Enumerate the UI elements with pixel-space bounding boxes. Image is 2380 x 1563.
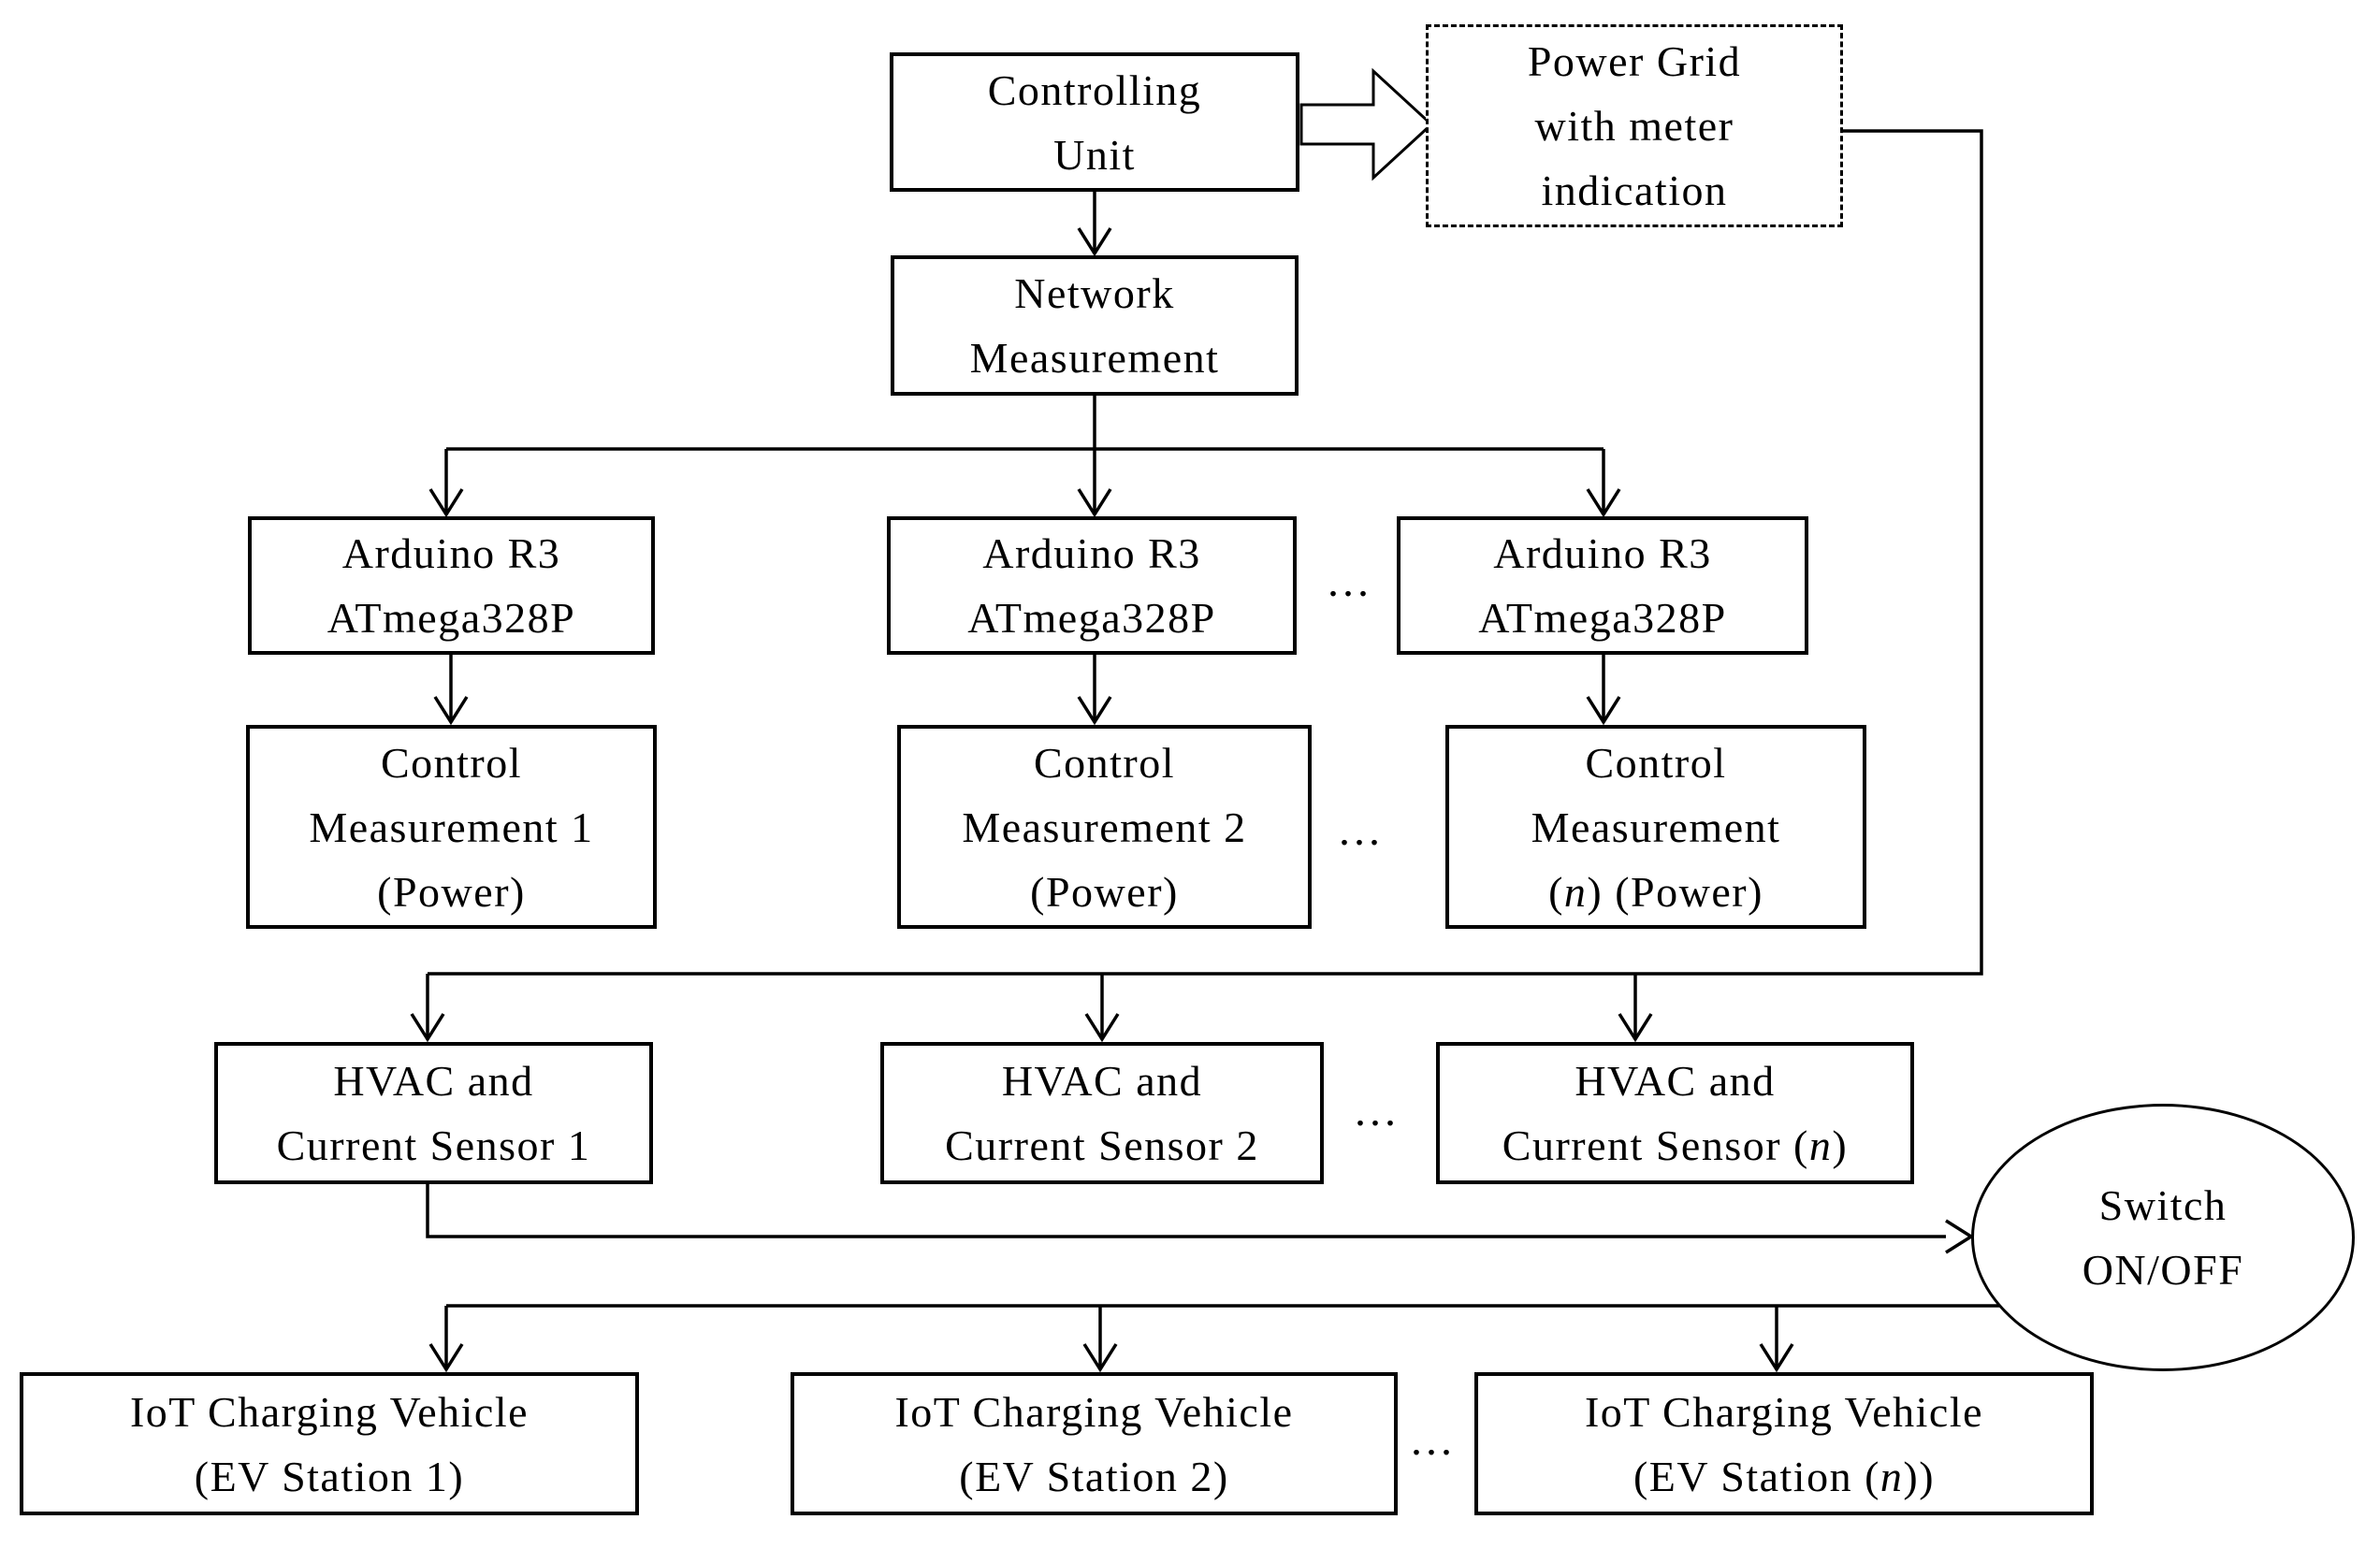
italic-n: n bbox=[1808, 1122, 1833, 1169]
network-measurement-box: Network Measurement bbox=[891, 255, 1299, 396]
hvac-to-switch bbox=[426, 1184, 1946, 1238]
grid-to-hvac-branch bbox=[428, 129, 1983, 976]
box-text-line: (EV Station (n)) bbox=[1633, 1444, 1935, 1509]
ellipsis-hvac-row: ... bbox=[1355, 1086, 1400, 1136]
box-text-line: Power Grid bbox=[1527, 37, 1742, 85]
ellipsis-arduino-row: ... bbox=[1328, 557, 1372, 606]
hvac-sensor-2-box: HVAC and Current Sensor 2 bbox=[880, 1042, 1324, 1184]
box-text-line: Arduino R3 bbox=[982, 529, 1201, 577]
box-text-line: IoT Charging Vehicle bbox=[894, 1387, 1294, 1436]
ellipsis-iot-row: ... bbox=[1411, 1415, 1456, 1465]
arrowhead-arduino3 bbox=[1586, 488, 1621, 518]
box-text-line: Measurement 2 bbox=[962, 803, 1247, 851]
text-segment: )) bbox=[1903, 1452, 1936, 1500]
iot-ev-station-2-box: IoT Charging Vehicle (EV Station 2) bbox=[791, 1372, 1398, 1515]
text-segment: ( bbox=[1548, 867, 1564, 916]
box-text-line: (Power) bbox=[377, 867, 526, 916]
box-text-line: (EV Station 1) bbox=[194, 1452, 465, 1500]
box-text-line: HVAC and bbox=[1575, 1057, 1776, 1105]
box-text-line: (Power) bbox=[1030, 867, 1179, 916]
box-text-line: Control bbox=[380, 738, 523, 787]
box-text-line: ATmega328P bbox=[327, 594, 576, 642]
arduino-n-box: Arduino R3 ATmega328P bbox=[1397, 516, 1808, 655]
arduino-2-box: Arduino R3 ATmega328P bbox=[887, 516, 1297, 655]
arrowhead-control1 bbox=[433, 696, 469, 726]
arrowhead-arduino1 bbox=[428, 488, 464, 518]
text-segment: ) bbox=[1832, 1122, 1849, 1169]
hvac-sensor-n-box: HVAC and Current Sensor (n) bbox=[1436, 1042, 1914, 1184]
box-text-line: with meter bbox=[1534, 102, 1734, 150]
box-text-line: Measurement bbox=[969, 334, 1220, 382]
box-text-line: Unit bbox=[1053, 130, 1136, 179]
arrowhead-control2 bbox=[1077, 696, 1112, 726]
box-text-line: Measurement bbox=[1531, 803, 1781, 851]
box-text-line: Control bbox=[1033, 738, 1176, 787]
controlling-unit-box: Controlling Unit bbox=[890, 52, 1299, 192]
text-segment: ) (Power) bbox=[1587, 867, 1763, 916]
hvac-sensor-1-box: HVAC and Current Sensor 1 bbox=[214, 1042, 653, 1184]
arrowhead-hvac1 bbox=[410, 1013, 445, 1043]
iot-ev-station-1-box: IoT Charging Vehicle (EV Station 1) bbox=[20, 1372, 639, 1515]
box-text-line: ATmega328P bbox=[967, 594, 1216, 642]
arduino-1-box: Arduino R3 ATmega328P bbox=[248, 516, 655, 655]
arrowhead-iotn bbox=[1759, 1343, 1794, 1373]
arrowhead-iot1 bbox=[428, 1343, 464, 1373]
box-text-line: Controlling bbox=[987, 65, 1202, 114]
box-text-line: (EV Station 2) bbox=[959, 1452, 1229, 1500]
arrowhead-controln bbox=[1586, 696, 1621, 726]
box-text-line: IoT Charging Vehicle bbox=[1584, 1387, 1984, 1436]
arrowhead-arduino2 bbox=[1077, 488, 1112, 518]
box-text-line: Current Sensor 1 bbox=[276, 1122, 591, 1169]
box-text-line: indication bbox=[1541, 166, 1728, 214]
box-text-line: Arduino R3 bbox=[1493, 529, 1712, 577]
box-text-line: HVAC and bbox=[333, 1057, 534, 1105]
box-text-line: HVAC and bbox=[1001, 1057, 1203, 1105]
box-text-line: Switch bbox=[2098, 1181, 2228, 1229]
arrowhead-controlling-to-network bbox=[1077, 227, 1112, 257]
box-text-line: ON/OFF bbox=[2082, 1246, 2244, 1294]
box-text-line: Measurement 1 bbox=[309, 803, 594, 851]
box-text-line: ATmega328P bbox=[1478, 594, 1727, 642]
box-text-line: Arduino R3 bbox=[341, 529, 561, 577]
control-measurement-1-box: Control Measurement 1 (Power) bbox=[246, 725, 657, 929]
switch-on-off-ellipse: Switch ON/OFF bbox=[1971, 1104, 2355, 1371]
box-text-line: (n) (Power) bbox=[1548, 860, 1763, 924]
text-segment: Current Sensor ( bbox=[1502, 1122, 1809, 1169]
ellipsis-control-row: ... bbox=[1339, 805, 1384, 855]
italic-n: n bbox=[1879, 1452, 1904, 1500]
box-text-line: Current Sensor (n) bbox=[1502, 1113, 1848, 1178]
box-text-line: Network bbox=[1014, 269, 1175, 317]
control-measurement-2-box: Control Measurement 2 (Power) bbox=[897, 725, 1312, 929]
box-text-line: Current Sensor 2 bbox=[945, 1122, 1259, 1169]
arrowhead-iot2 bbox=[1082, 1343, 1118, 1373]
block-arrow-controlling-to-grid bbox=[1299, 67, 1434, 181]
arrowhead-hvac2 bbox=[1084, 1013, 1120, 1043]
italic-n: n bbox=[1563, 867, 1588, 916]
arrowhead-switch bbox=[1945, 1219, 1975, 1254]
control-measurement-n-box: Control Measurement (n) (Power) bbox=[1445, 725, 1866, 929]
power-grid-box: Power Grid with meter indication bbox=[1426, 24, 1843, 227]
text-segment: (EV Station ( bbox=[1633, 1452, 1880, 1500]
iot-ev-station-n-box: IoT Charging Vehicle (EV Station (n)) bbox=[1474, 1372, 2094, 1515]
arrowhead-hvacn bbox=[1618, 1013, 1653, 1043]
box-text-line: IoT Charging Vehicle bbox=[129, 1387, 530, 1436]
box-text-line: Control bbox=[1585, 738, 1727, 787]
